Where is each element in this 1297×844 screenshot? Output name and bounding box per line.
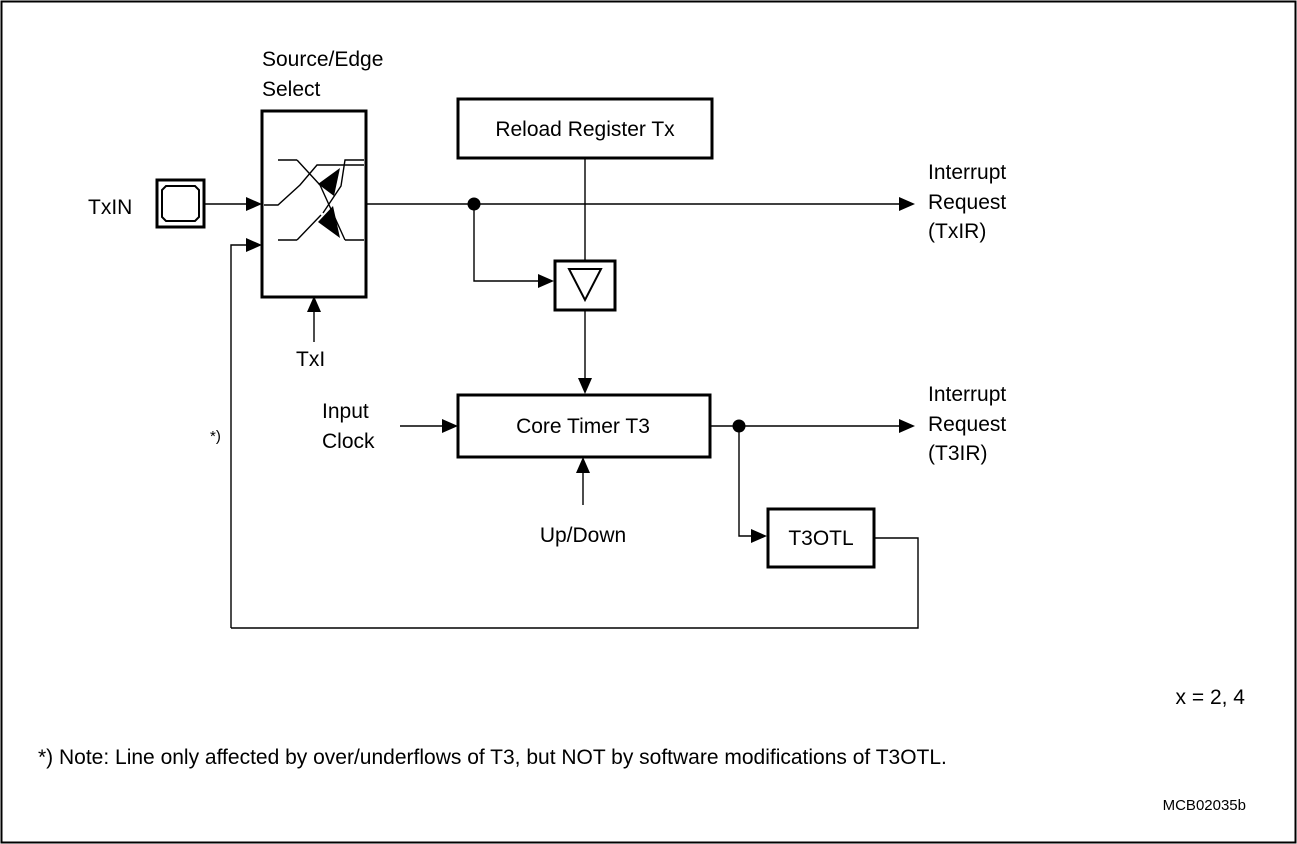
- input-clock-label-line2: Clock: [322, 430, 375, 453]
- input-clock-label-line1: Input: [322, 400, 369, 423]
- t3otl-input-arrow: [751, 529, 767, 543]
- footnote-marker: *): [210, 428, 221, 445]
- source-edge-select-label-line2: Select: [262, 78, 321, 101]
- t3ir-label-line1: Interrupt: [928, 383, 1006, 406]
- reload-register-label: Reload Register Tx: [495, 118, 675, 141]
- input-clock-arrow: [442, 419, 458, 433]
- figure-id: MCB02035b: [1163, 797, 1246, 814]
- source-edge-select-block: [260, 109, 368, 299]
- reload-arrow: [578, 378, 592, 394]
- t3otl-block: [766, 507, 876, 569]
- t3ir-label-line3: (T3IR): [928, 442, 988, 465]
- up-down-arrow: [576, 457, 590, 473]
- txi-arrow: [307, 296, 321, 312]
- up-down-label: Up/Down: [540, 524, 626, 547]
- txir-label-line3: (TxIR): [928, 220, 986, 243]
- edge-select-crossover-symbol: [264, 159, 364, 241]
- feedback-line: [231, 537, 919, 629]
- t3ir-label-line2: Request: [928, 413, 1006, 436]
- t3otl-label: T3OTL: [788, 527, 853, 550]
- txin-arrow: [246, 197, 262, 211]
- txir-label-line1: Interrupt: [928, 161, 1006, 184]
- core-timer-label: Core Timer T3: [516, 415, 650, 438]
- txi-label: TxI: [296, 348, 325, 371]
- txin-pin: [155, 178, 206, 229]
- source-edge-select-label-line1: Source/Edge: [262, 48, 383, 71]
- txir-arrow: [899, 197, 915, 211]
- feedback-arrow: [246, 238, 262, 252]
- t3ir-arrow: [899, 419, 915, 433]
- txin-label: TxIN: [88, 196, 132, 219]
- gate-input-arrow: [538, 274, 554, 288]
- down-triangle-icon: [567, 268, 603, 303]
- txir-label-line2: Request: [928, 191, 1006, 214]
- x-values-note: x = 2, 4: [1176, 686, 1246, 709]
- footnote-text: *) Note: Line only affected by over/unde…: [38, 746, 947, 769]
